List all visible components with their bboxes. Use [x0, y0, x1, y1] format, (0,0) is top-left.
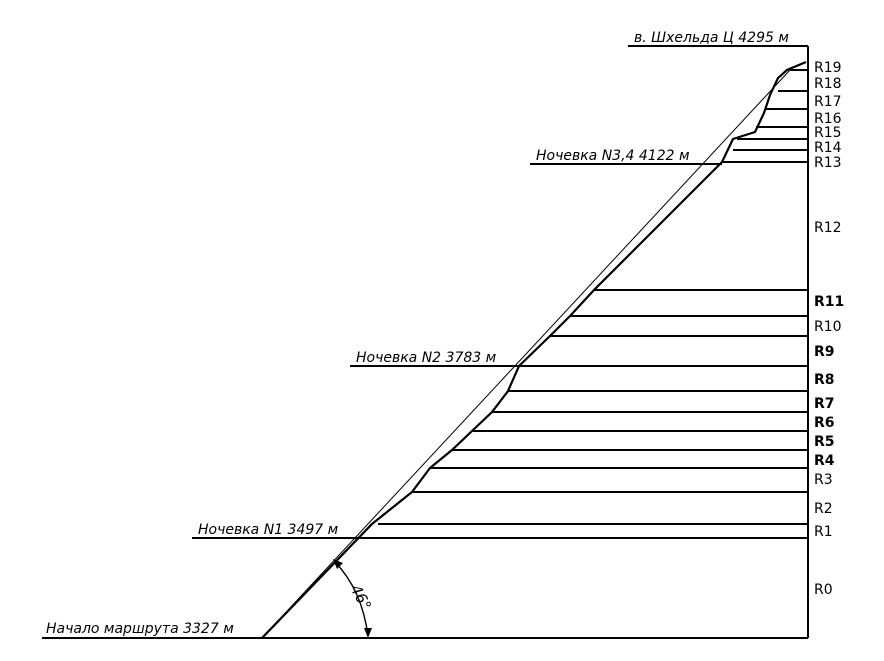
- camp-label: Ночевка N2 3783 м: [356, 350, 497, 366]
- camp-label: Ночевка N3,4 4122 м: [536, 148, 690, 164]
- section-label: R8: [814, 372, 835, 388]
- angle-indicator: 46°: [333, 559, 375, 638]
- average-slope-line: [261, 69, 791, 639]
- summit-label: в. Шхельда Ц 4295 м: [634, 30, 789, 46]
- section-label: R17: [814, 94, 842, 110]
- section-label: R9: [814, 344, 835, 360]
- section-label: R19: [814, 60, 842, 76]
- section-label: R3: [814, 472, 833, 488]
- section-boundaries: [366, 69, 808, 539]
- arc-arrowhead: [333, 559, 343, 569]
- section-label: R1: [814, 524, 833, 540]
- section-label: R6: [814, 415, 835, 431]
- section-label: R14: [814, 140, 842, 156]
- section-label: R13: [814, 155, 842, 171]
- angle-label: 46°: [346, 581, 374, 613]
- section-label: R2: [814, 501, 833, 517]
- section-label: R10: [814, 319, 842, 335]
- section-label: R4: [814, 453, 835, 469]
- camp-label: Ночевка N1 3497 м: [198, 522, 339, 538]
- route-profile-line: [261, 60, 807, 639]
- section-label: R7: [814, 396, 835, 412]
- section-label: R11: [814, 294, 844, 310]
- section-label: R0: [814, 582, 833, 598]
- section-label: R12: [814, 220, 842, 236]
- section-label: R18: [814, 76, 842, 92]
- start-label: Начало маршрута 3327 м: [46, 621, 234, 637]
- angle-arc: [334, 561, 369, 637]
- section-label: R16: [814, 111, 842, 127]
- section-labels: R19 R18 R17 R16 R15 R14 R13 R12 R11 R10 …: [814, 60, 844, 598]
- arc-arrowhead: [364, 628, 372, 638]
- section-label: R15: [814, 125, 842, 141]
- section-label: R5: [814, 434, 835, 450]
